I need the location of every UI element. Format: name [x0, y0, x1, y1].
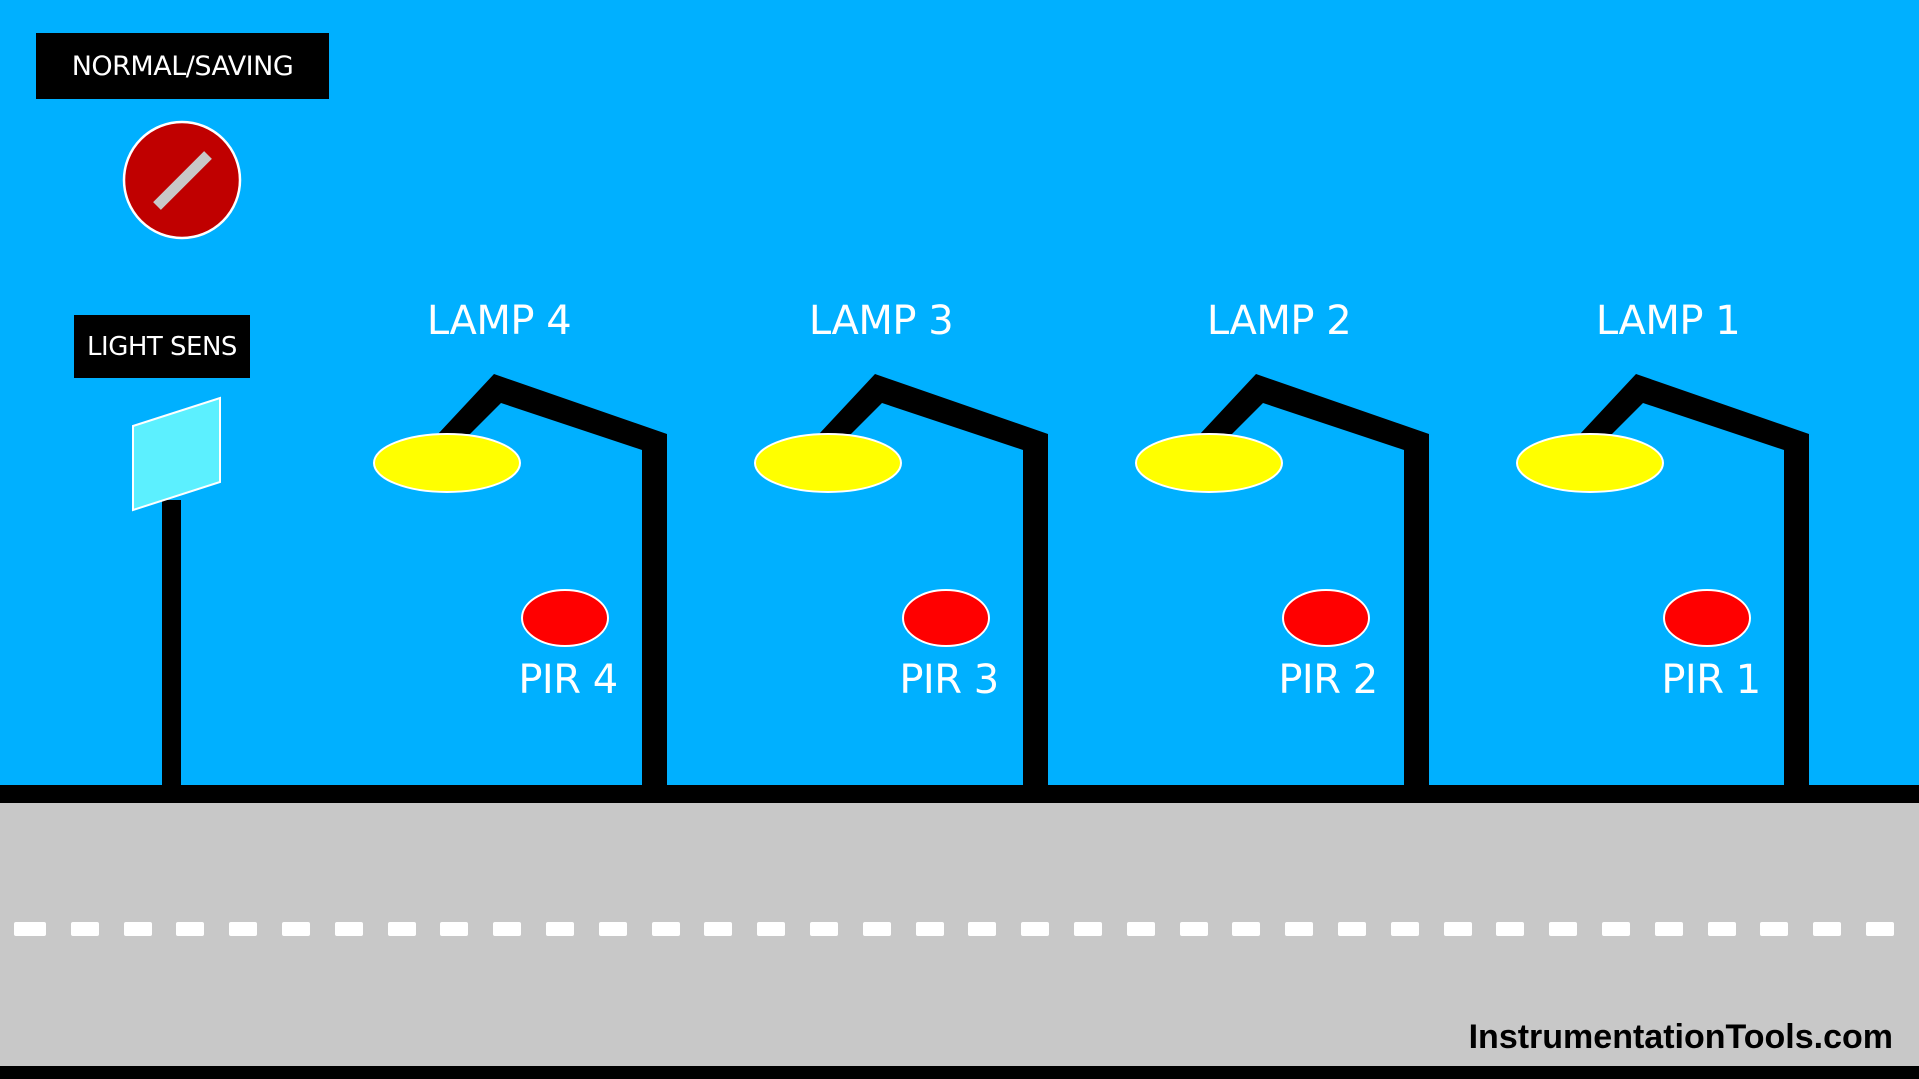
road-dash [968, 922, 996, 936]
road-dash [916, 922, 944, 936]
road-dash [229, 922, 257, 936]
lamp-2-label: LAMP 2 [1206, 298, 1352, 344]
lamp-2-pole [1200, 374, 1429, 790]
pir-2-label: PIR 2 [1278, 657, 1378, 703]
mode-switch-label: NORMAL/SAVING [36, 33, 329, 99]
road-dash [440, 922, 468, 936]
pir-1-label: PIR 1 [1661, 657, 1761, 703]
road-dash [1708, 922, 1736, 936]
pir-1-sensor-icon[interactable] [1663, 589, 1751, 647]
toggle-bar-icon [153, 151, 212, 210]
road-dash [1074, 922, 1102, 936]
road-dash [493, 922, 521, 936]
road-dash [176, 922, 204, 936]
lamp-3-bulb-icon[interactable] [754, 433, 902, 493]
road-dash [1285, 922, 1313, 936]
pir-2-sensor-icon[interactable] [1282, 589, 1370, 647]
road-dash [1391, 922, 1419, 936]
road-dash [1496, 922, 1524, 936]
road-dash [1655, 922, 1683, 936]
lamp-1-pole [1580, 374, 1809, 790]
road-dash [124, 922, 152, 936]
road-dash [599, 922, 627, 936]
road-dash [1549, 922, 1577, 936]
lamp-4-pole [438, 374, 667, 790]
street-lamp-3 [754, 374, 1048, 790]
road-dash [1021, 922, 1049, 936]
street-lamp-1 [1516, 374, 1809, 790]
lamp-1-label: LAMP 1 [1595, 298, 1741, 344]
pir-4-label: PIR 4 [518, 657, 618, 703]
lamp-3-label: LAMP 3 [808, 298, 954, 344]
road-dash [863, 922, 891, 936]
road-dash [652, 922, 680, 936]
road-dash [1444, 922, 1472, 936]
road-dash [1866, 922, 1894, 936]
road-dash [1338, 922, 1366, 936]
ground-line [0, 785, 1919, 803]
light-sensor-label: LIGHT SENS [74, 315, 250, 378]
street-lamp-2 [1135, 374, 1429, 790]
pir-3-sensor-icon[interactable] [902, 589, 990, 647]
mode-toggle-button[interactable] [122, 120, 242, 240]
lamp-4-bulb-icon[interactable] [373, 433, 521, 493]
road-dash [1813, 922, 1841, 936]
pir-3-label: PIR 3 [899, 657, 999, 703]
road-dash [1760, 922, 1788, 936]
road-dash [757, 922, 785, 936]
bottom-border [0, 1066, 1919, 1079]
road-dash [14, 922, 46, 936]
pir-4-sensor-icon[interactable] [521, 589, 609, 647]
road-dash [282, 922, 310, 936]
road-dash [1232, 922, 1260, 936]
street-lamp-4 [373, 374, 667, 790]
road-dash [388, 922, 416, 936]
road-dash [810, 922, 838, 936]
road-dash [1180, 922, 1208, 936]
lamp-4-label: LAMP 4 [426, 298, 572, 344]
road-dash [704, 922, 732, 936]
light-sensor [132, 396, 221, 790]
lamp-3-pole [819, 374, 1048, 790]
light-sensor-pole [162, 500, 181, 790]
sky-background [0, 0, 1919, 785]
lamp-1-bulb-icon[interactable] [1516, 433, 1664, 493]
road-dash [1127, 922, 1155, 936]
watermark: InstrumentationTools.com [1468, 1018, 1893, 1056]
road-dash [1602, 922, 1630, 936]
road [0, 803, 1919, 1066]
light-sensor-panel-icon [132, 396, 221, 512]
road-dash [546, 922, 574, 936]
road-dash [71, 922, 99, 936]
road-dash [335, 922, 363, 936]
lamp-2-bulb-icon[interactable] [1135, 433, 1283, 493]
